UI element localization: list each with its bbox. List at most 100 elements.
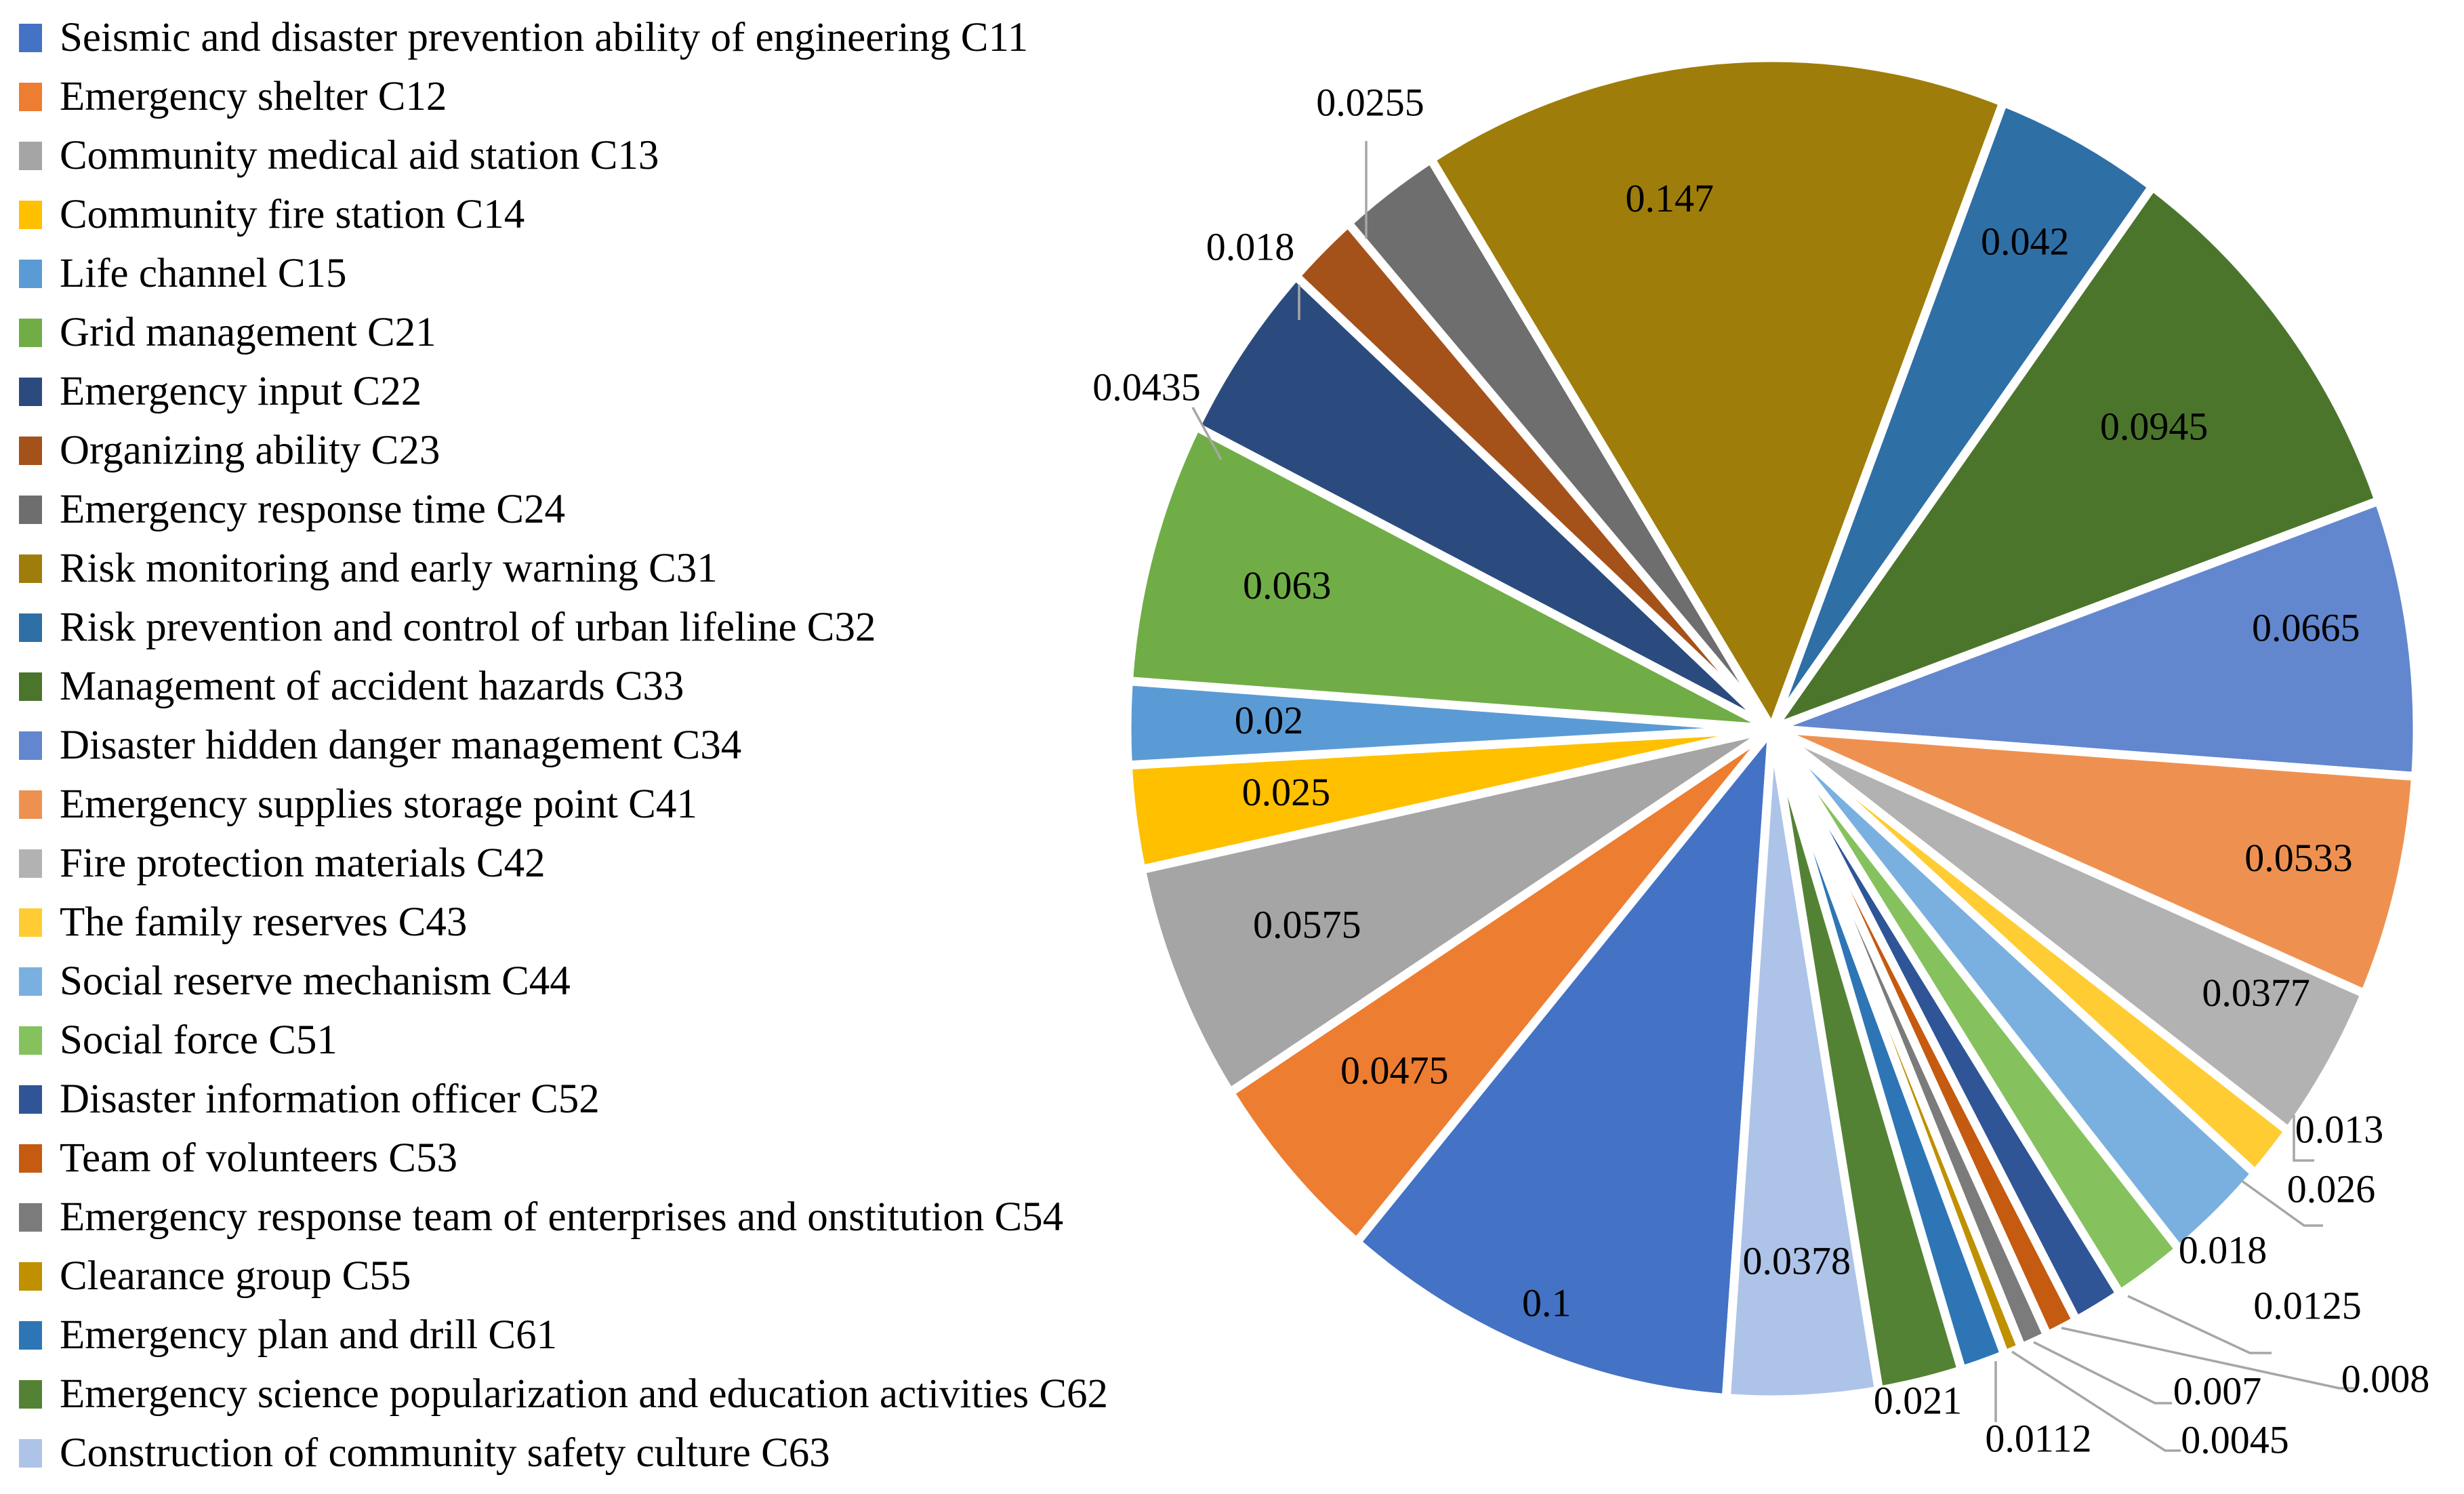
pie-slice-C41 xyxy=(1770,724,2421,1000)
legend-item-C22: Emergency input C22 xyxy=(19,362,1279,421)
pie-slice-C12 xyxy=(1224,725,1776,1249)
legend-label: Organizing ability C23 xyxy=(60,428,440,473)
legend-swatch-icon xyxy=(19,731,42,760)
legend-item-C42: Fire protection materials C42 xyxy=(19,834,1279,893)
legend-label: Emergency response team of enterprises a… xyxy=(60,1194,1064,1240)
slice-value-label-C54: 0.007 xyxy=(2173,1369,2262,1413)
slice-value-label-C11: 0.1 xyxy=(1522,1281,1572,1325)
legend-item-C52: Disaster information officer C52 xyxy=(19,1070,1279,1129)
legend-item-C24: Emergency response time C24 xyxy=(19,480,1279,539)
legend-swatch-icon xyxy=(19,672,42,701)
legend-item-C32: Risk prevention and control of urban lif… xyxy=(19,598,1279,657)
legend-label: Grid management C21 xyxy=(60,310,436,355)
legend-label: Community medical aid station C13 xyxy=(60,133,659,178)
legend-label: Management of accident hazards C33 xyxy=(60,664,684,709)
leader-line-C44 xyxy=(2240,1179,2323,1227)
legend-swatch-icon xyxy=(19,259,42,288)
legend-label: Disaster hidden danger management C34 xyxy=(60,723,742,768)
slice-value-label-C15: 0.02 xyxy=(1235,698,1304,742)
leader-line-C54 xyxy=(2033,1341,2172,1405)
pie-slice-C32 xyxy=(1767,96,2159,731)
leader-line-C52 xyxy=(2127,1295,2272,1354)
legend-item-C33: Management of accident hazards C33 xyxy=(19,657,1279,716)
legend-label: Emergency supplies storage point C41 xyxy=(60,782,697,827)
chart-legend: Seismic and disaster prevention ability … xyxy=(19,8,1279,1482)
slice-value-label-C23: 0.018 xyxy=(1206,224,1295,268)
slice-value-label-C24: 0.0255 xyxy=(1316,80,1424,124)
legend-swatch-icon xyxy=(19,1085,42,1114)
slice-value-label-C52: 0.0125 xyxy=(2253,1283,2362,1327)
legend-swatch-icon xyxy=(19,82,42,111)
legend-label: Risk monitoring and early warning C31 xyxy=(60,546,718,591)
slice-value-label-C21: 0.063 xyxy=(1243,563,1332,607)
legend-label: Social reserve mechanism C44 xyxy=(60,958,571,1004)
legend-item-C62: Emergency science popularization and edu… xyxy=(19,1365,1279,1424)
legend-label: Fire protection materials C42 xyxy=(60,841,546,886)
slice-value-label-C51: 0.018 xyxy=(2179,1228,2267,1272)
legend-swatch-icon xyxy=(19,1379,42,1409)
legend-item-C11: Seismic and disaster prevention ability … xyxy=(19,8,1279,67)
legend-swatch-icon xyxy=(19,1026,42,1055)
pie-slice-C21 xyxy=(1124,420,1775,733)
slice-value-label-C55: 0.0045 xyxy=(2181,1417,2289,1461)
leader-line-C22 xyxy=(1191,407,1223,460)
pie-slice-C31 xyxy=(1424,53,2009,739)
leader-line-C53 xyxy=(2061,1327,2354,1390)
slice-value-label-C31: 0.147 xyxy=(1625,176,1714,220)
legend-swatch-icon xyxy=(19,1261,42,1291)
legend-swatch-icon xyxy=(19,1144,42,1173)
legend-item-C43: The family reserves C43 xyxy=(19,893,1279,952)
slice-value-label-C42: 0.0377 xyxy=(2202,971,2310,1015)
legend-label: Seismic and disaster prevention ability … xyxy=(60,15,1029,60)
legend-swatch-icon xyxy=(19,1320,42,1350)
legend-label: Risk prevention and control of urban lif… xyxy=(60,605,876,650)
legend-swatch-icon xyxy=(19,200,42,229)
legend-label: Disaster information officer C52 xyxy=(60,1076,600,1122)
legend-label: Clearance group C55 xyxy=(60,1253,411,1299)
pie-slice-C13 xyxy=(1136,724,1775,1099)
legend-label: Construction of community safety culture… xyxy=(60,1430,830,1476)
legend-swatch-icon xyxy=(19,908,42,937)
legend-item-C54: Emergency response team of enterprises a… xyxy=(19,1188,1279,1247)
slice-value-label-C62: 0.021 xyxy=(1874,1378,1963,1422)
legend-label: Community fire station C14 xyxy=(60,192,525,237)
legend-item-C63: Construction of community safety culture… xyxy=(19,1424,1279,1482)
legend-item-C21: Grid management C21 xyxy=(19,303,1279,362)
legend-swatch-icon xyxy=(19,23,42,52)
legend-item-C34: Disaster hidden danger management C34 xyxy=(19,716,1279,775)
legend-swatch-icon xyxy=(19,318,42,347)
leader-line-C43 xyxy=(2293,1115,2314,1162)
legend-label: Team of volunteers C53 xyxy=(60,1135,457,1181)
pie-slice-C63 xyxy=(1721,727,1885,1405)
slice-value-label-C61: 0.0112 xyxy=(1985,1416,2091,1460)
legend-label: Life channel C15 xyxy=(60,251,347,296)
legend-swatch-icon xyxy=(19,1203,42,1232)
legend-label: Emergency response time C24 xyxy=(60,487,565,532)
legend-label: Social force C51 xyxy=(60,1017,337,1063)
leader-line-C55 xyxy=(2011,1350,2181,1452)
pie-slice-C34 xyxy=(1770,495,2422,782)
legend-item-C61: Emergency plan and drill C61 xyxy=(19,1306,1279,1365)
legend-label: Emergency science popularization and edu… xyxy=(60,1371,1109,1417)
legend-item-C53: Team of volunteers C53 xyxy=(19,1129,1279,1188)
legend-item-C23: Organizing ability C23 xyxy=(19,421,1279,480)
slice-value-label-C63: 0.0378 xyxy=(1742,1238,1851,1283)
legend-item-C44: Social reserve mechanism C44 xyxy=(19,952,1279,1011)
slice-value-label-C41: 0.0533 xyxy=(2244,836,2353,880)
legend-swatch-icon xyxy=(19,436,42,465)
slice-value-label-C34: 0.0665 xyxy=(2252,606,2360,650)
legend-label: Emergency plan and drill C61 xyxy=(60,1312,558,1358)
slice-value-label-C13: 0.0575 xyxy=(1253,902,1361,946)
slice-value-label-C22: 0.0435 xyxy=(1092,365,1201,409)
pie-slice-C33 xyxy=(1760,180,2385,738)
legend-item-C55: Clearance group C55 xyxy=(19,1247,1279,1306)
slice-value-label-C33: 0.0945 xyxy=(2100,405,2209,449)
legend-swatch-icon xyxy=(19,554,42,583)
legend-swatch-icon xyxy=(19,613,42,642)
slice-value-label-C44: 0.026 xyxy=(2287,1167,2376,1211)
slice-value-label-C12: 0.0475 xyxy=(1340,1049,1449,1093)
legend-label: The family reserves C43 xyxy=(60,900,468,945)
legend-swatch-icon xyxy=(19,1438,42,1468)
legend-item-C51: Social force C51 xyxy=(19,1011,1279,1070)
